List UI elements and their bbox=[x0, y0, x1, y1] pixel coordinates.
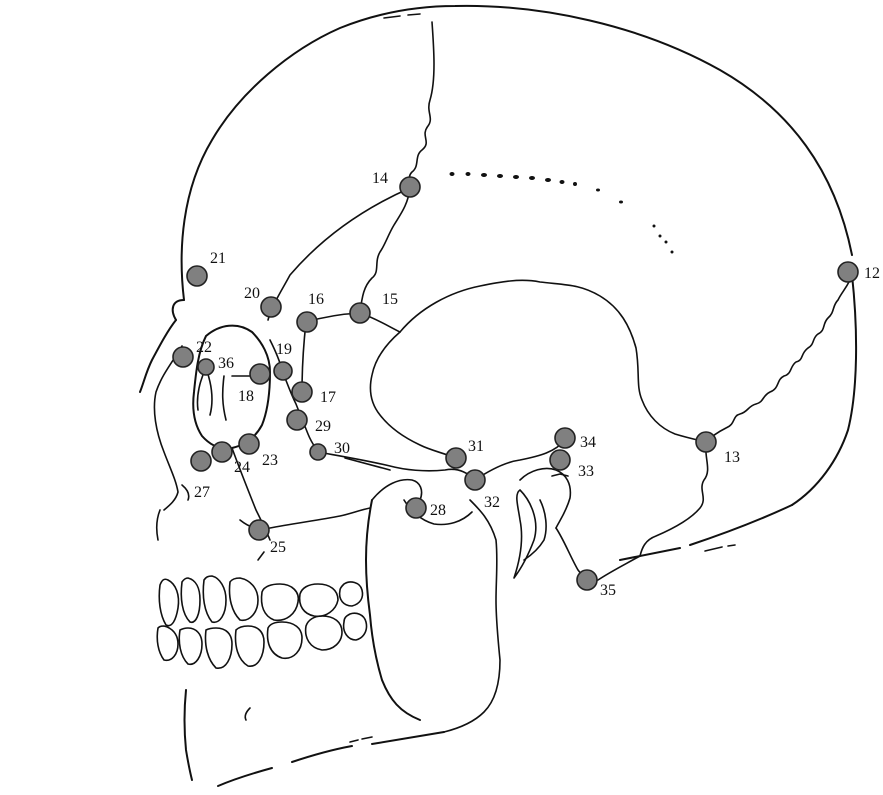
mandible-dash-mark bbox=[350, 737, 372, 742]
landmark-label: 19 bbox=[276, 341, 292, 358]
landmark-marker bbox=[198, 359, 214, 375]
landmark-13: 13 bbox=[696, 432, 740, 466]
occipitomastoid-line bbox=[640, 442, 708, 556]
landmark-label: 18 bbox=[238, 388, 254, 405]
landmark-marker bbox=[838, 262, 858, 282]
landmark-29: 29 bbox=[287, 410, 331, 435]
landmark-14: 14 bbox=[372, 170, 420, 197]
landmark-marker bbox=[297, 312, 317, 332]
temporal-squama bbox=[400, 280, 706, 442]
landmark-label: 32 bbox=[484, 494, 500, 511]
landmark-marker bbox=[287, 410, 307, 430]
landmark-19: 19 bbox=[274, 341, 292, 380]
temporal-squama-lower bbox=[370, 332, 456, 458]
mandible-lower-border bbox=[218, 732, 444, 786]
occipital-line bbox=[792, 275, 856, 505]
nasal-spine bbox=[157, 485, 189, 540]
landmark-marker bbox=[261, 297, 281, 317]
cranial-base-line bbox=[620, 505, 792, 560]
landmark-34: 34 bbox=[555, 428, 596, 451]
landmark-marker bbox=[577, 570, 597, 590]
landmark-marker bbox=[292, 382, 312, 402]
landmark-35: 35 bbox=[577, 570, 616, 599]
landmark-marker bbox=[406, 498, 426, 518]
landmark-marker bbox=[400, 177, 420, 197]
landmark-27: 27 bbox=[191, 451, 211, 501]
landmark-label: 31 bbox=[468, 438, 484, 455]
landmark-marker bbox=[173, 347, 193, 367]
landmark-label: 24 bbox=[234, 459, 250, 476]
cranial-vault-line bbox=[182, 6, 852, 300]
landmark-label: 17 bbox=[320, 389, 336, 406]
nasal-bone bbox=[140, 320, 176, 392]
landmark-marker bbox=[550, 450, 570, 470]
landmark-17: 17 bbox=[292, 382, 336, 406]
landmark-label: 14 bbox=[372, 170, 388, 187]
landmark-label: 16 bbox=[308, 291, 324, 308]
landmark-marker bbox=[187, 266, 207, 286]
landmark-marker bbox=[465, 470, 485, 490]
landmark-label: 30 bbox=[334, 440, 350, 457]
landmark-label: 33 bbox=[578, 463, 594, 480]
landmark-label: 28 bbox=[430, 502, 446, 519]
mental-mark bbox=[245, 708, 250, 720]
landmark-12: 12 bbox=[838, 262, 880, 282]
coronal-suture bbox=[409, 22, 434, 188]
landmark-marker bbox=[555, 428, 575, 448]
maxilla-dash bbox=[258, 552, 264, 560]
landmark-31: 31 bbox=[446, 438, 484, 468]
landmark-label: 36 bbox=[218, 355, 234, 372]
landmark-marker bbox=[350, 303, 370, 323]
landmark-marker bbox=[274, 362, 292, 380]
landmark-label: 13 bbox=[724, 449, 740, 466]
landmark-21: 21 bbox=[187, 250, 226, 286]
landmark-32: 32 bbox=[465, 470, 500, 511]
mastoid-lower bbox=[556, 528, 640, 581]
landmark-label: 29 bbox=[315, 418, 331, 435]
landmark-label: 21 bbox=[210, 250, 226, 267]
landmark-marker bbox=[249, 520, 269, 540]
landmark-16: 16 bbox=[297, 291, 324, 332]
landmark-label: 12 bbox=[864, 265, 880, 282]
coronoid-line bbox=[444, 500, 500, 732]
landmark-label: 35 bbox=[600, 582, 616, 599]
superior-temporal-line bbox=[450, 172, 674, 254]
vault-gap-dashes bbox=[384, 14, 420, 18]
landmark-marker bbox=[696, 432, 716, 452]
landmark-marker bbox=[310, 444, 326, 460]
landmarks: 12 13 14 15 16 17 18 19 bbox=[173, 170, 880, 599]
landmark-label: 20 bbox=[244, 285, 260, 302]
landmark-marker bbox=[239, 434, 259, 454]
mandible-chin bbox=[185, 690, 193, 780]
landmark-marker bbox=[212, 442, 232, 462]
lambdoid-suture bbox=[706, 280, 850, 442]
landmark-label: 23 bbox=[262, 452, 278, 469]
landmark-label: 27 bbox=[194, 484, 210, 501]
landmark-label: 22 bbox=[196, 339, 212, 356]
small-mark-33 bbox=[552, 474, 568, 476]
landmark-marker bbox=[250, 364, 270, 384]
mandible-ramus bbox=[366, 500, 420, 720]
landmark-18: 18 bbox=[238, 364, 270, 405]
landmark-28: 28 bbox=[406, 498, 446, 519]
frontal-contour bbox=[173, 300, 184, 320]
landmark-label: 34 bbox=[580, 434, 596, 451]
landmark-marker bbox=[191, 451, 211, 471]
landmark-marker bbox=[446, 448, 466, 468]
cranial-base-dashes bbox=[705, 545, 735, 551]
landmark-label: 25 bbox=[270, 539, 286, 556]
styloid-process bbox=[514, 490, 536, 578]
landmark-label: 15 bbox=[382, 291, 398, 308]
landmark-20: 20 bbox=[244, 285, 281, 317]
landmark-36: 36 bbox=[198, 355, 234, 375]
nasal-aperture bbox=[154, 346, 182, 510]
